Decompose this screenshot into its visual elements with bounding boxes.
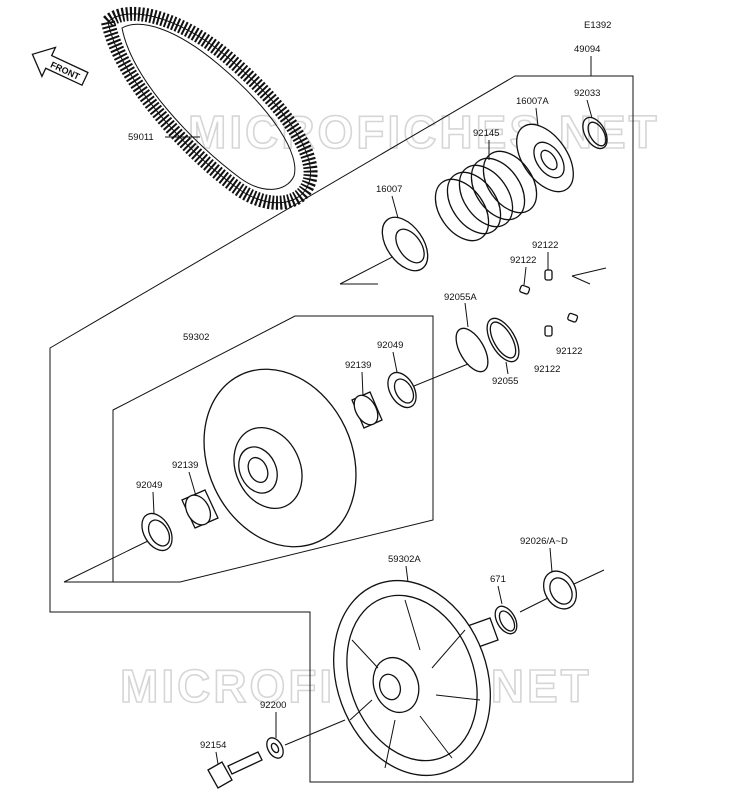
label-92049-lower: 92049 (136, 480, 162, 491)
movable-sheave-59302 (203, 368, 357, 548)
label-92122-c: 92122 (556, 346, 582, 357)
label-92033: 92033 (574, 88, 600, 99)
label-16007A: 16007A (516, 96, 549, 107)
bolt-92154 (207, 751, 263, 789)
pins-92122 (519, 269, 579, 337)
label-92145: 92145 (473, 128, 499, 139)
label-92200: 92200 (260, 700, 286, 711)
label-92139-upper: 92139 (345, 360, 371, 371)
guide-lines (63, 251, 607, 746)
label-59011: 59011 (128, 132, 154, 143)
label-92055: 92055 (492, 376, 518, 387)
label-92026: 92026/A~D (520, 536, 568, 547)
label-92122-a: 92122 (532, 240, 558, 251)
label-92055A: 92055A (444, 292, 477, 303)
label-59302A: 59302A (388, 554, 421, 565)
fixed-sheave-59302A (333, 579, 499, 777)
label-49094: 49094 (574, 44, 600, 55)
label-16007: 16007 (376, 184, 402, 195)
o-rings-92055 (455, 317, 520, 373)
part-labels: E1392 49094 92033 16007A 92145 59011 160… (128, 20, 611, 751)
bushing-92139-lower (181, 489, 219, 529)
label-92122-b: 92122 (510, 255, 536, 266)
ring-671 (494, 605, 518, 635)
assembly-frame (49, 75, 634, 783)
spring-seat-16007 (381, 216, 429, 272)
watermark-top: MICROFICHES.NET (188, 106, 660, 158)
bearing-92049-upper (387, 371, 417, 409)
spring-92145 (434, 150, 538, 242)
label-59302: 59302 (183, 332, 209, 343)
label-92049-upper: 92049 (377, 340, 403, 351)
diagram-code: E1392 (584, 20, 611, 31)
label-92154: 92154 (200, 740, 226, 751)
snap-ring-92033 (582, 116, 608, 150)
leader-lines (152, 56, 593, 765)
label-92139-lower: 92139 (172, 460, 198, 471)
drive-belt (100, 6, 318, 210)
label-92122-d: 92122 (534, 364, 560, 375)
front-arrow-icon: FRONT (31, 46, 89, 87)
label-671: 671 (490, 574, 506, 585)
bearing-92049-lower (141, 512, 173, 552)
shim-92026 (542, 570, 578, 610)
washer-92200 (266, 737, 284, 759)
bushing-92139-upper (351, 391, 383, 429)
